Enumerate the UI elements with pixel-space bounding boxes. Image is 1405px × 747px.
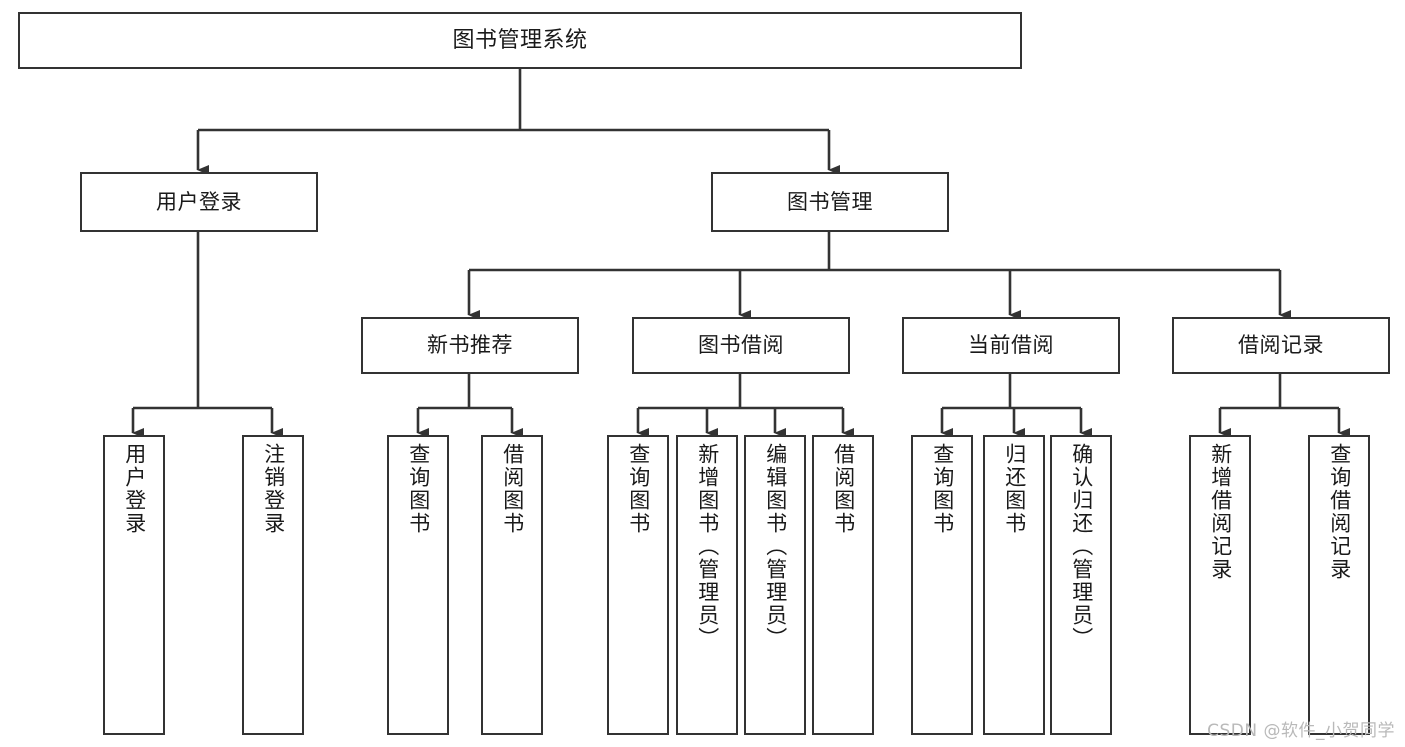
- node-label: 新书推荐: [427, 333, 513, 357]
- node-label: 当前借阅: [968, 333, 1054, 357]
- node-book-borrow[interactable]: 图书借阅: [632, 317, 850, 374]
- node-label: 图书管理: [787, 189, 873, 214]
- node-return-book[interactable]: 归还图书: [983, 435, 1045, 735]
- node-borrow-record[interactable]: 借阅记录: [1172, 317, 1390, 374]
- node-label: 注销登录: [261, 443, 286, 535]
- node-label: 图书管理系统: [452, 27, 588, 53]
- node-label: 查询图书: [930, 443, 955, 535]
- node-confirm-return-admin[interactable]: 确认归还（管理员）: [1050, 435, 1112, 735]
- node-label: 借阅图书: [500, 443, 525, 535]
- node-add-borrow-record[interactable]: 新增借阅记录: [1189, 435, 1251, 735]
- node-new-book-recommend[interactable]: 新书推荐: [361, 317, 579, 374]
- node-borrow-book-rec[interactable]: 借阅图书: [481, 435, 543, 735]
- node-borrow-book-action[interactable]: 借阅图书: [812, 435, 874, 735]
- node-label: 查询借阅记录: [1327, 443, 1352, 581]
- node-label: 查询图书: [406, 443, 431, 535]
- node-user-login[interactable]: 用户登录: [80, 172, 318, 232]
- node-label: 用户登录: [122, 443, 147, 535]
- node-label: 查询图书: [626, 443, 651, 535]
- node-label: 用户登录: [156, 189, 242, 214]
- node-query-book-rec[interactable]: 查询图书: [387, 435, 449, 735]
- node-label: 编辑图书（管理员）: [763, 443, 788, 650]
- node-user-login-action[interactable]: 用户登录: [103, 435, 165, 735]
- node-add-book-admin[interactable]: 新增图书（管理员）: [676, 435, 738, 735]
- node-edit-book-admin[interactable]: 编辑图书（管理员）: [744, 435, 806, 735]
- node-query-book-borrow[interactable]: 查询图书: [607, 435, 669, 735]
- watermark: CSDN @软件_小贺同学: [1207, 721, 1395, 741]
- node-label: 借阅记录: [1238, 333, 1324, 357]
- node-current-borrow[interactable]: 当前借阅: [902, 317, 1120, 374]
- node-query-book-current[interactable]: 查询图书: [911, 435, 973, 735]
- node-label: 归还图书: [1002, 443, 1027, 535]
- node-root[interactable]: 图书管理系统: [18, 12, 1022, 69]
- node-label: 新增借阅记录: [1208, 443, 1233, 581]
- node-label: 图书借阅: [698, 333, 784, 357]
- node-label: 借阅图书: [831, 443, 856, 535]
- node-book-manage[interactable]: 图书管理: [711, 172, 949, 232]
- node-label: 确认归还（管理员）: [1069, 443, 1094, 650]
- node-label: 新增图书（管理员）: [695, 443, 720, 650]
- node-query-borrow-record[interactable]: 查询借阅记录: [1308, 435, 1370, 735]
- node-logout-action[interactable]: 注销登录: [242, 435, 304, 735]
